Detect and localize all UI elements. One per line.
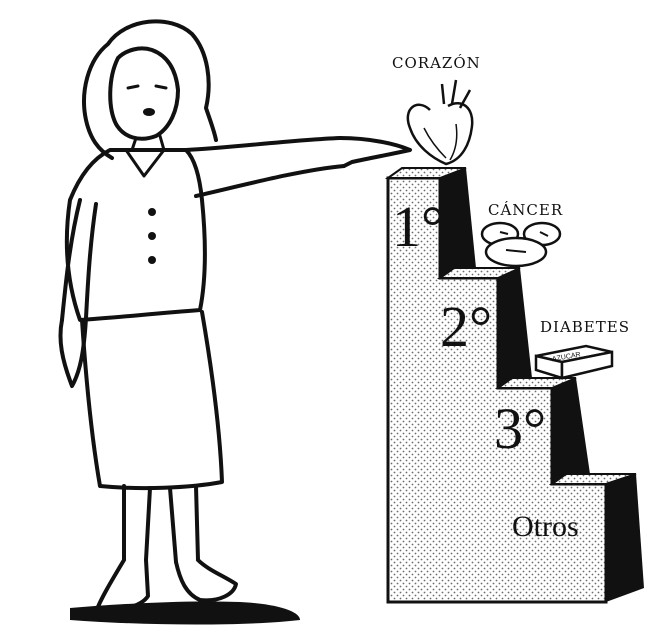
leg-right	[170, 486, 198, 562]
heart-drawing	[408, 80, 472, 164]
arm-right	[186, 138, 344, 196]
riser-2	[498, 268, 532, 388]
cause-label-1: CORAZÓN	[392, 54, 481, 72]
mouth	[143, 108, 155, 116]
sugar-box-drawing	[536, 346, 612, 378]
eye-left	[128, 86, 138, 88]
hand-right	[340, 138, 410, 166]
face	[110, 48, 178, 138]
button	[148, 256, 156, 264]
rank-label-1: 1°	[392, 194, 444, 259]
riser-1	[440, 168, 476, 278]
shoe-right	[176, 560, 236, 600]
riser-4	[606, 474, 644, 602]
rank-label-2: 2°	[440, 294, 492, 359]
skirt	[82, 312, 222, 488]
riser-3	[552, 378, 590, 484]
rank-label-4: Otros	[512, 510, 579, 543]
cause-label-3: DIABETES	[540, 318, 630, 336]
rank-label-3: 3°	[494, 396, 546, 461]
woman-figure	[60, 21, 410, 624]
collar	[126, 150, 164, 176]
cause-label-2: CÁNCER	[488, 201, 563, 219]
leg-left	[124, 486, 150, 560]
button	[148, 208, 156, 216]
eye-right	[156, 86, 166, 88]
button	[148, 232, 156, 240]
cancer-cells-drawing	[482, 223, 560, 266]
